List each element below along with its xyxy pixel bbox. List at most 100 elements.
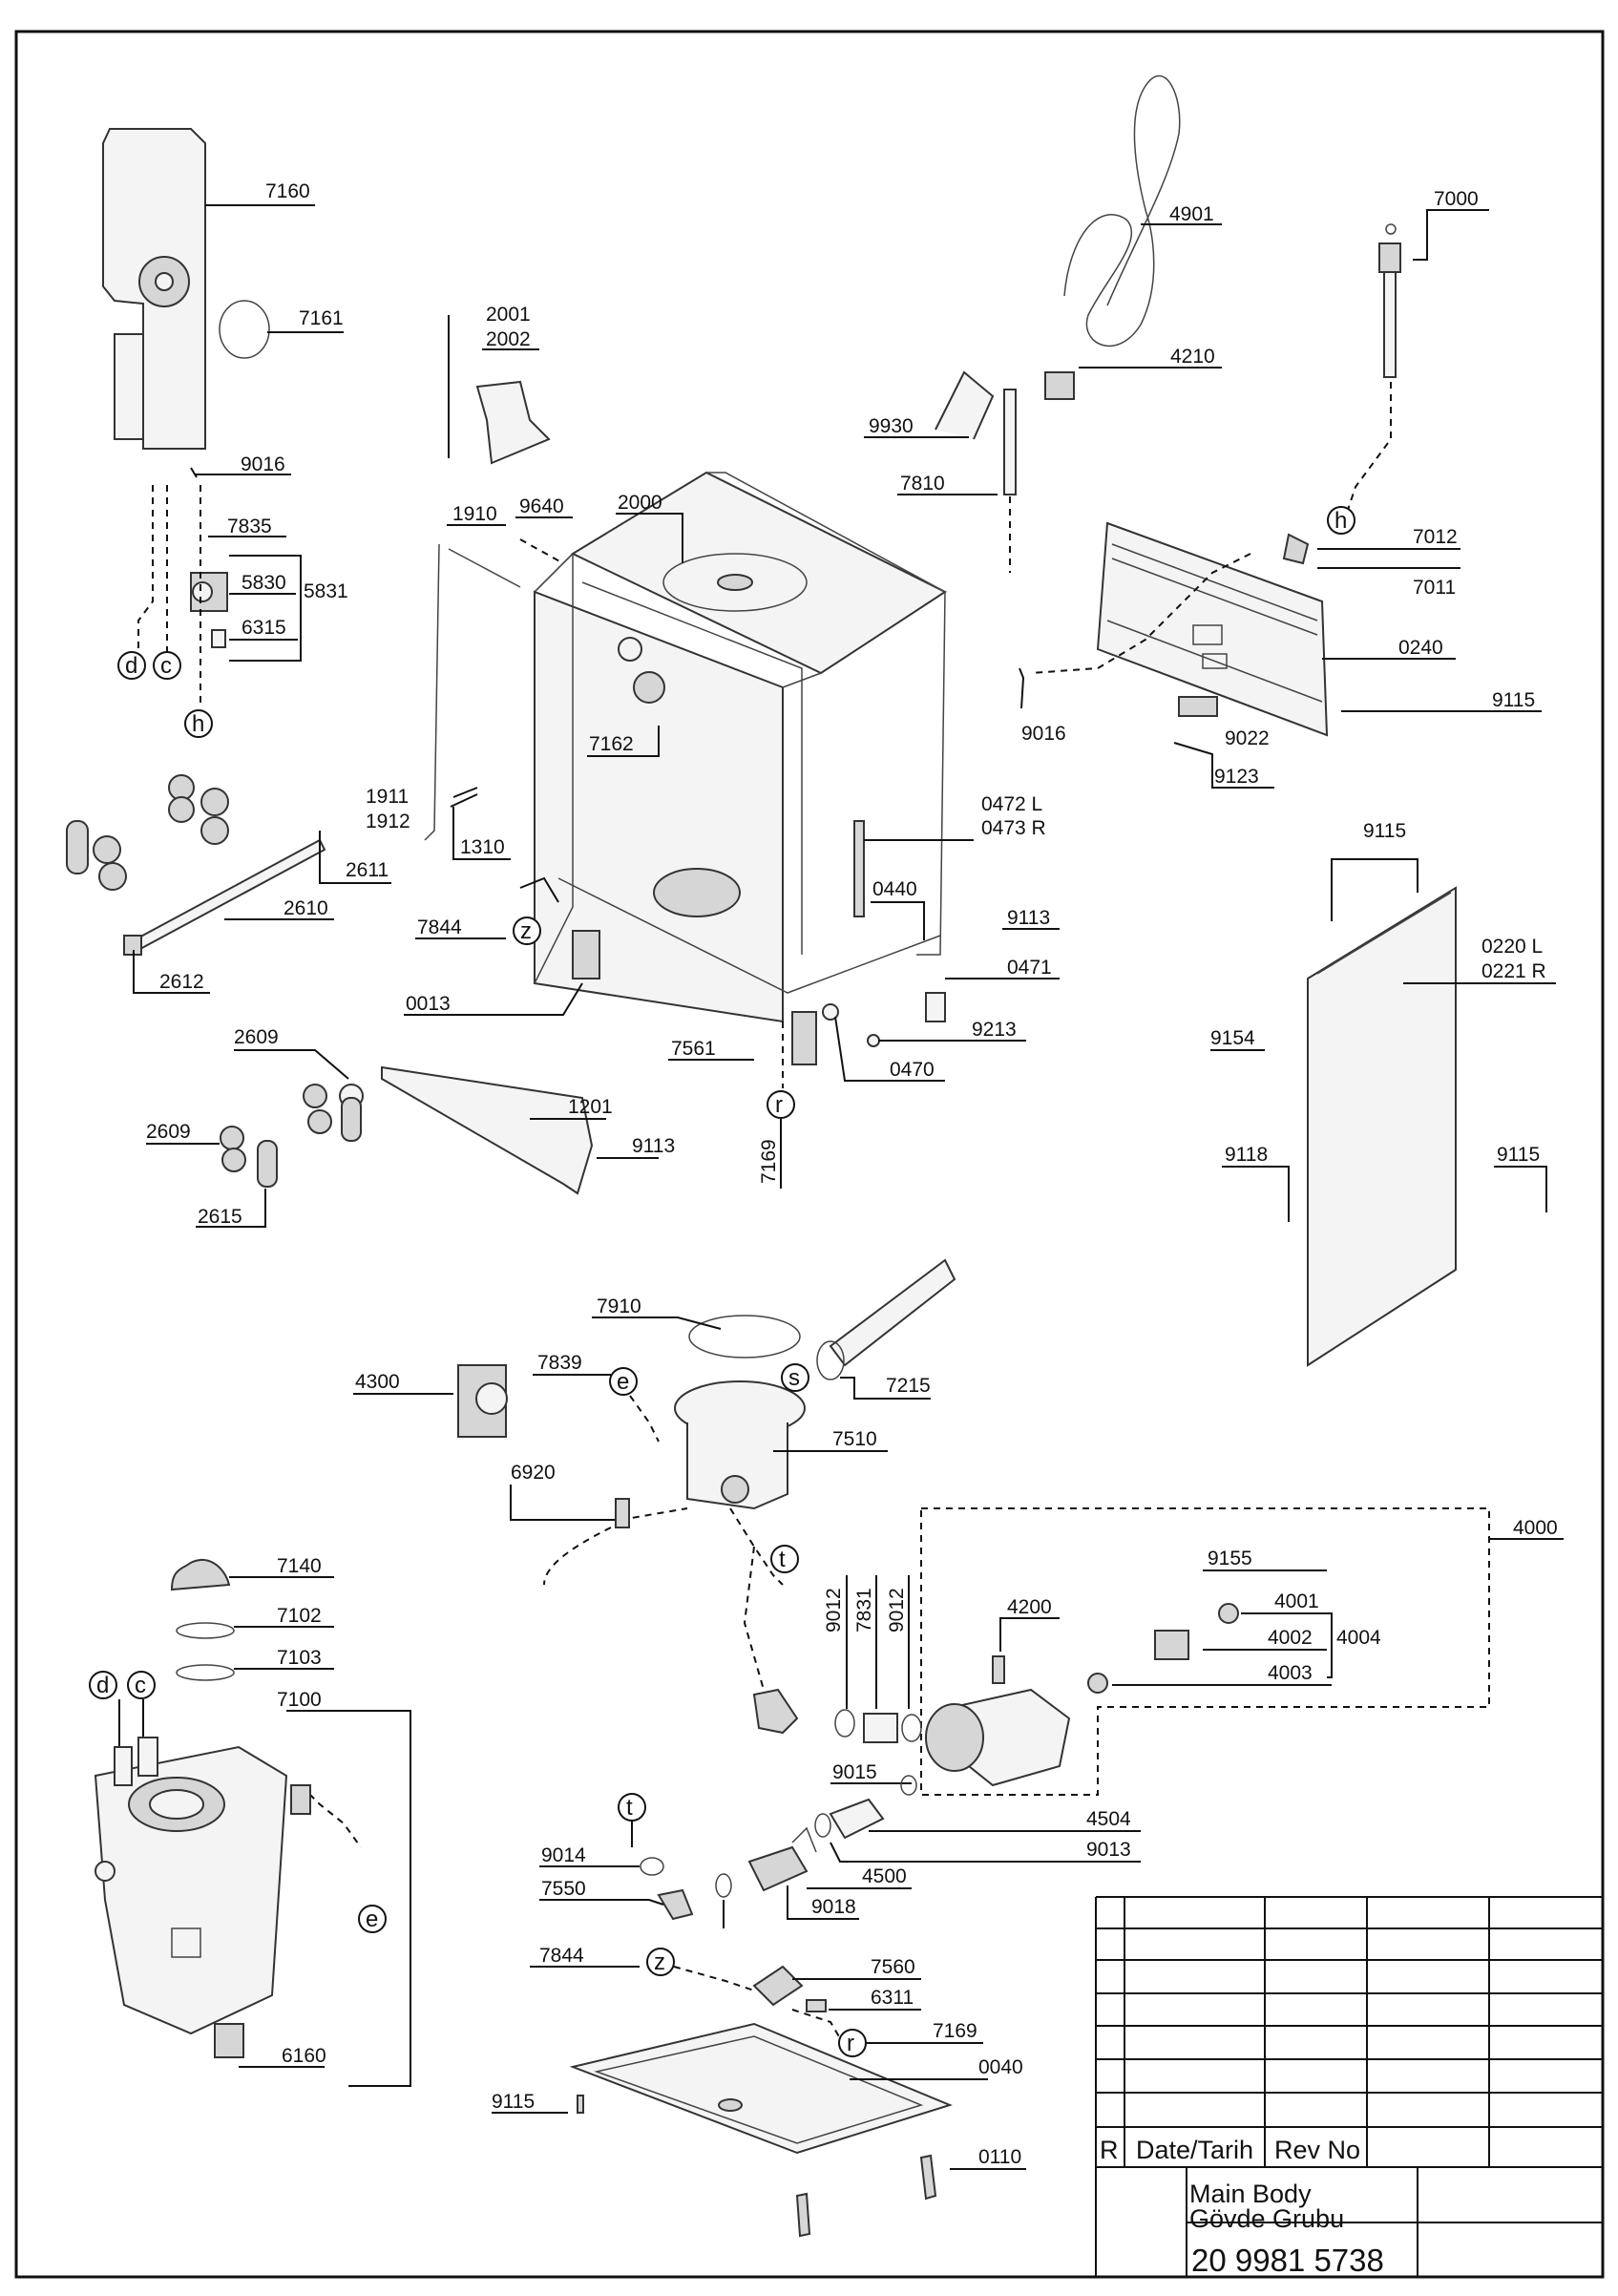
label-9115-a: 9115 bbox=[1492, 689, 1535, 711]
label-7839: 7839 bbox=[537, 1352, 582, 1374]
valve-7835 bbox=[190, 572, 228, 648]
label-5831: 5831 bbox=[304, 580, 348, 602]
sensor-7000 bbox=[1378, 223, 1401, 378]
hose-7831 bbox=[863, 1713, 898, 1743]
label-4003: 4003 bbox=[1268, 1662, 1313, 1684]
svg-text:z: z bbox=[520, 918, 532, 944]
svg-text:r: r bbox=[775, 1092, 783, 1118]
label-0221: 0221 R bbox=[1481, 960, 1546, 982]
base-tray-0040 bbox=[569, 2022, 953, 2155]
title-block-drawing-number: 20 9981 5738 bbox=[1191, 2243, 1384, 2278]
label-7162: 7162 bbox=[589, 733, 634, 755]
clip-6311 bbox=[806, 1999, 827, 2012]
callout-z-top: z bbox=[513, 916, 541, 945]
label-7560: 7560 bbox=[871, 1956, 915, 1978]
bracket-9022 bbox=[1178, 696, 1218, 717]
label-9012-a: 9012 bbox=[823, 1588, 845, 1632]
label-9113-a: 9113 bbox=[1007, 907, 1050, 929]
label-1201: 1201 bbox=[568, 1096, 613, 1118]
callout-h-top: h bbox=[184, 709, 213, 738]
label-7910: 7910 bbox=[597, 1295, 641, 1317]
label-4002: 4002 bbox=[1268, 1627, 1313, 1649]
label-9640: 9640 bbox=[519, 495, 564, 517]
callout-e-low: e bbox=[358, 1905, 387, 1933]
screw-9115 bbox=[577, 2095, 584, 2114]
hose-4504 bbox=[829, 1798, 885, 1840]
label-0440: 0440 bbox=[872, 878, 917, 900]
label-7831: 7831 bbox=[853, 1588, 875, 1632]
label-2000: 2000 bbox=[618, 492, 662, 514]
panel-0240 bbox=[1096, 521, 1329, 737]
label-7561: 7561 bbox=[671, 1038, 716, 1060]
motor-4200 bbox=[925, 1655, 1071, 1787]
hose-7810 bbox=[1003, 389, 1017, 495]
label-1310: 1310 bbox=[460, 836, 505, 858]
label-0470: 0470 bbox=[890, 1059, 935, 1081]
label-9013: 9013 bbox=[1086, 1839, 1131, 1861]
label-0472: 0472 L bbox=[981, 793, 1042, 815]
label-9154: 9154 bbox=[1210, 1027, 1255, 1049]
label-9115-d: 9115 bbox=[492, 2091, 535, 2113]
pump-4500 bbox=[747, 1826, 817, 1892]
label-2610: 2610 bbox=[284, 897, 328, 919]
label-9012-b: 9012 bbox=[886, 1588, 908, 1632]
label-9016-b: 9016 bbox=[1021, 723, 1066, 745]
label-9014: 9014 bbox=[541, 1844, 586, 1866]
label-7810: 7810 bbox=[900, 473, 945, 495]
label-9930: 9930 bbox=[869, 415, 914, 437]
label-0040: 0040 bbox=[978, 2056, 1023, 2078]
label-9016-a: 9016 bbox=[241, 453, 285, 475]
leader-9640 bbox=[519, 538, 564, 564]
wire-4901 bbox=[1063, 74, 1181, 348]
label-9115-b: 9115 bbox=[1363, 820, 1406, 842]
label-9018: 9018 bbox=[811, 1896, 856, 1918]
svg-text:r: r bbox=[847, 2031, 854, 2056]
label-2001: 2001 bbox=[486, 304, 531, 326]
label-2611: 2611 bbox=[346, 859, 389, 881]
bracket-2001 bbox=[475, 380, 551, 465]
callout-r-top: r bbox=[767, 1090, 795, 1119]
label-9113-b: 9113 bbox=[632, 1135, 675, 1157]
bracket-1201 bbox=[381, 1065, 594, 1195]
label-7012: 7012 bbox=[1413, 526, 1458, 548]
sensor-6920 bbox=[615, 1498, 630, 1528]
callout-d-top: d bbox=[117, 651, 146, 680]
label-6160: 6160 bbox=[282, 2045, 326, 2067]
callout-e-mid: e bbox=[609, 1367, 638, 1396]
label-0220: 0220 L bbox=[1481, 936, 1543, 958]
switch-4210 bbox=[1044, 371, 1075, 400]
label-2002: 2002 bbox=[486, 328, 531, 350]
label-0110: 0110 bbox=[978, 2146, 1021, 2168]
label-7103: 7103 bbox=[277, 1647, 322, 1669]
seal-7102 bbox=[176, 1622, 235, 1639]
svg-text:e: e bbox=[366, 1906, 378, 1932]
callout-d-low: d bbox=[89, 1671, 117, 1699]
label-7510: 7510 bbox=[832, 1428, 877, 1450]
svg-text:z: z bbox=[654, 1949, 665, 1975]
label-9015: 9015 bbox=[832, 1761, 877, 1783]
hose-7215 bbox=[829, 1258, 956, 1367]
callout-r-low: r bbox=[838, 2029, 867, 2057]
label-0473: 0473 R bbox=[981, 817, 1046, 839]
title-block bbox=[1095, 1896, 1602, 2277]
label-4004: 4004 bbox=[1336, 1627, 1381, 1649]
label-7844-b: 7844 bbox=[539, 1945, 584, 1967]
label-4901: 4901 bbox=[1169, 203, 1214, 225]
label-4001: 4001 bbox=[1274, 1590, 1319, 1612]
svg-text:c: c bbox=[135, 1673, 146, 1698]
callout-t-low: t bbox=[618, 1793, 646, 1822]
pump-4300 bbox=[457, 1364, 508, 1438]
label-2609-b: 2609 bbox=[146, 1121, 191, 1143]
label-9213: 9213 bbox=[972, 1019, 1017, 1041]
label-7169-b: 7169 bbox=[933, 2020, 977, 2042]
title-block-rev-marker: R bbox=[1100, 2136, 1119, 2164]
label-4504: 4504 bbox=[1086, 1808, 1131, 1830]
rail-wheels-2611 bbox=[66, 774, 229, 891]
motor-group-box-4000 bbox=[920, 1507, 1490, 1796]
side-panel-0220 bbox=[1307, 886, 1457, 1367]
tub-2000 bbox=[534, 471, 948, 1023]
label-4500: 4500 bbox=[862, 1865, 907, 1887]
label-9022: 9022 bbox=[1225, 727, 1270, 749]
rail-2610 bbox=[132, 838, 326, 952]
label-4210: 4210 bbox=[1170, 346, 1215, 368]
